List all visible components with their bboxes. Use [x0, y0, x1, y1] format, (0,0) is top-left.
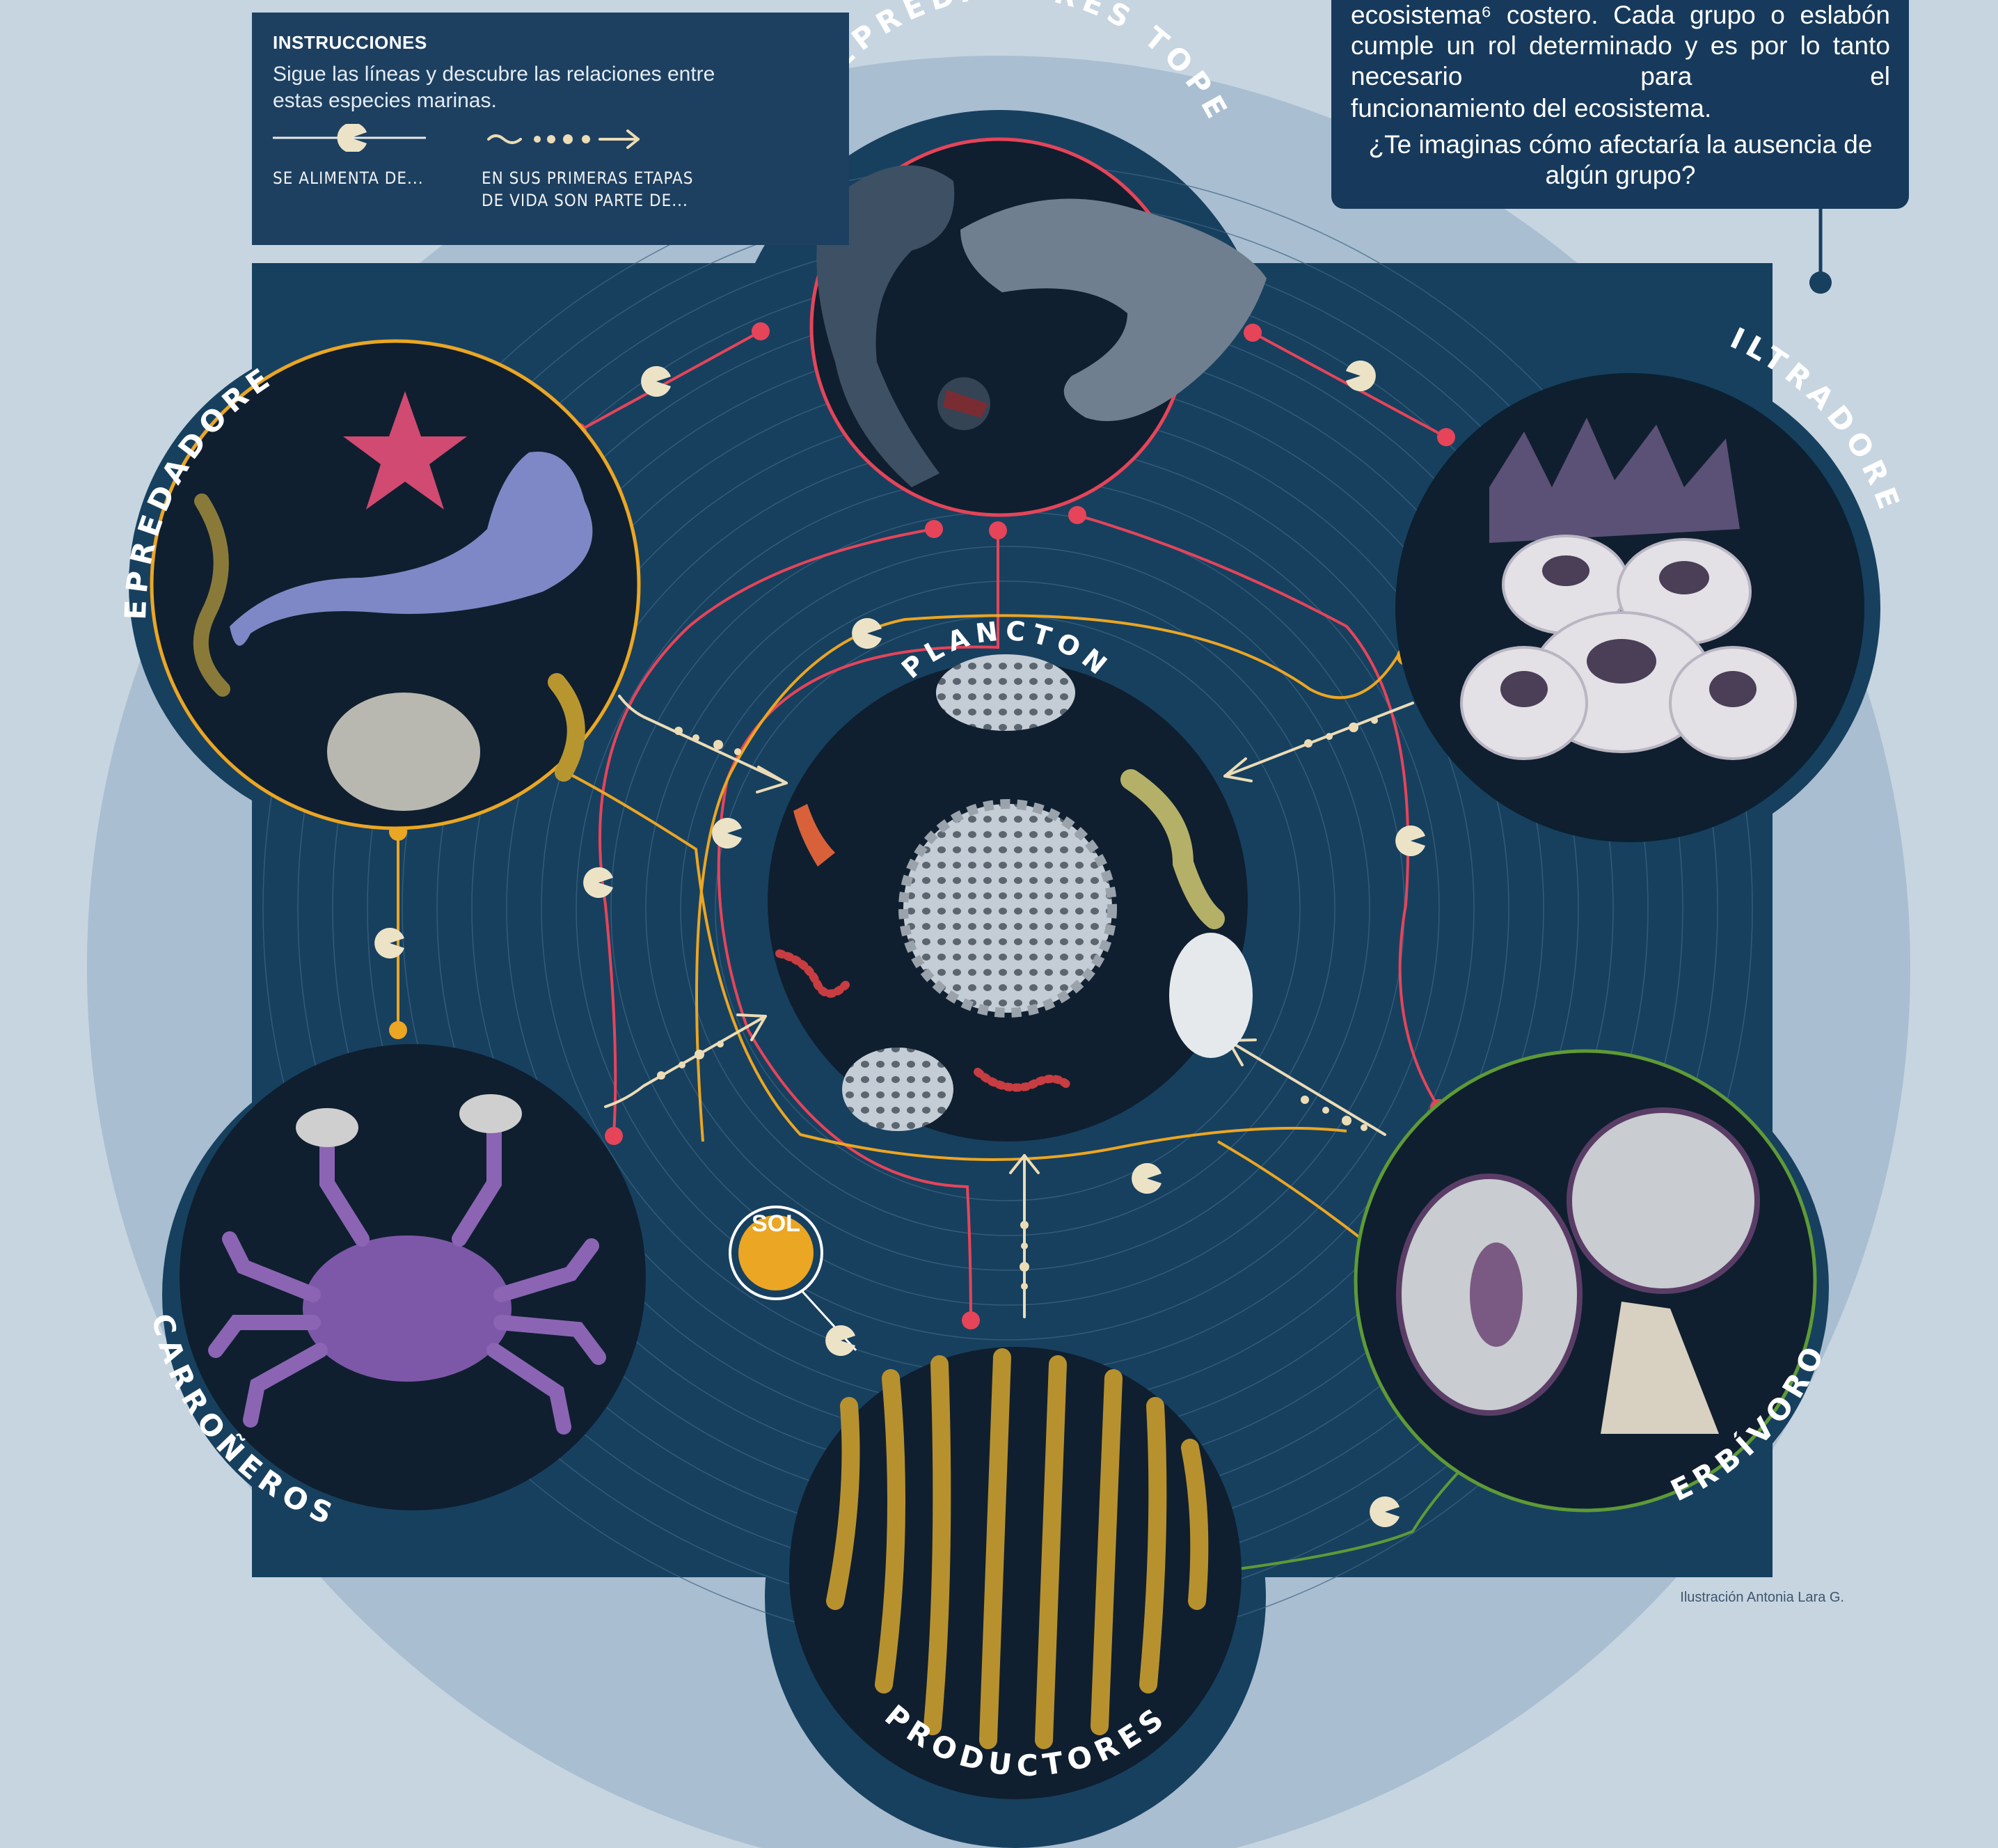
- group-scavengers: [180, 1044, 646, 1510]
- clam-shell: [327, 693, 480, 811]
- legend-larval-stage: EN SUS PRIMERAS ETAPAS DE VIDA SON PARTE…: [482, 167, 693, 212]
- crab-body: [303, 1235, 512, 1382]
- legend-feeds-on: SE ALIMENTA DE...: [273, 167, 424, 189]
- note-text-3: ¿Te imaginas cómo afectaría la ausencia …: [1351, 129, 1890, 191]
- group-producers: [789, 1347, 1242, 1799]
- instructions-text: Sigue las líneas y descubre las relacion…: [273, 61, 753, 114]
- note-connector: [1809, 202, 1893, 299]
- diatom-right: [1169, 933, 1253, 1058]
- instructions-title: INSTRUCCIONES: [273, 32, 427, 54]
- diatom-top: [936, 654, 1075, 731]
- note-text-1: ecosistema⁶ costero. Cada grupo o eslabó…: [1351, 0, 1890, 92]
- crab-claw-left: [296, 1108, 358, 1147]
- instructions-panel: INSTRUCCIONES Sigue las líneas y descubr…: [252, 13, 849, 245]
- larva-arrow-icon: [482, 124, 690, 152]
- illustration-credit: Ilustración Antonia Lara G.: [1566, 1590, 1844, 1606]
- limpet-top: [1569, 1110, 1757, 1291]
- feeds-on-legend-icon: [273, 124, 454, 152]
- radiolarian: [903, 804, 1112, 1013]
- group-filter-feeders: [1397, 374, 1863, 841]
- diatom-bottom: [842, 1048, 953, 1131]
- sun-label: SOL: [727, 1217, 825, 1231]
- crab-claw-right: [459, 1094, 522, 1133]
- note-text-2: funcionamiento del ecosistema.: [1351, 93, 1890, 124]
- info-note: ecosistema⁶ costero. Cada grupo o eslabó…: [1331, 0, 1909, 209]
- limpet-left-center: [1470, 1242, 1523, 1347]
